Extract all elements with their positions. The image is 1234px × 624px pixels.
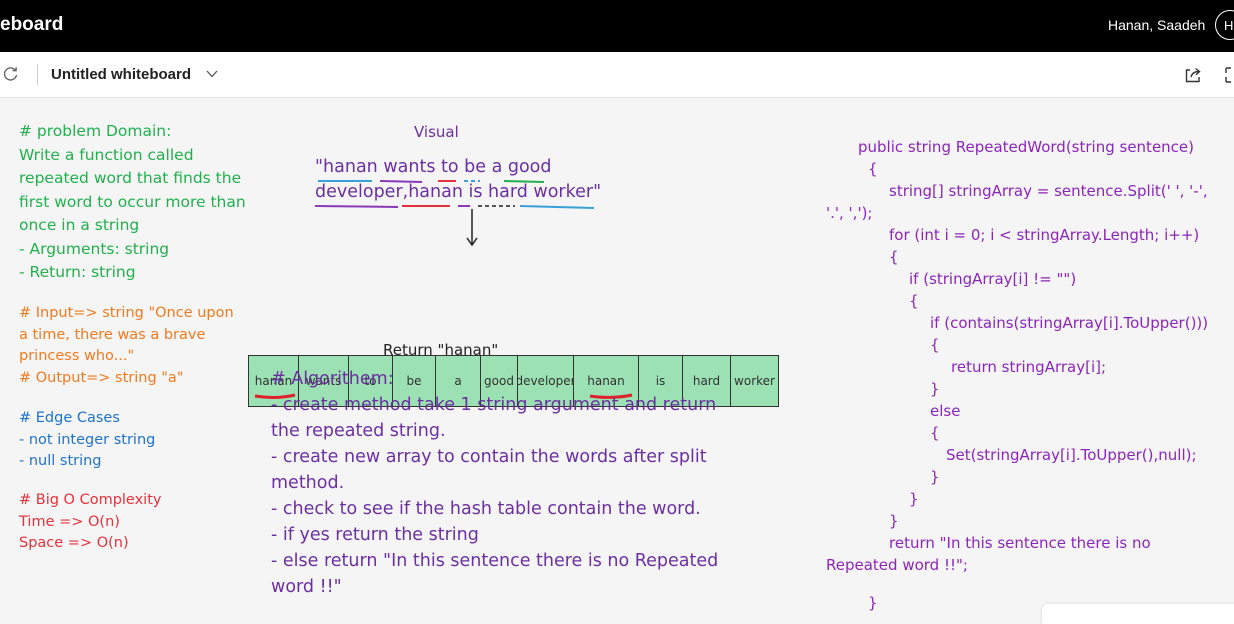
return-label[interactable]: Return "hanan" [383, 341, 499, 359]
code-line: Repeated word !!"; [826, 556, 968, 574]
note-line: # Output=> string "a" [19, 369, 184, 386]
note-line: Write a function called [19, 145, 194, 164]
code-line: return "In this sentence there is no [889, 534, 1151, 552]
redo-icon[interactable] [2, 64, 20, 82]
code-line: { [930, 424, 940, 442]
array-cell: hard [682, 355, 731, 407]
array-cell: good [480, 355, 518, 407]
note-line: - create new array to contain the words … [271, 447, 707, 467]
array-cell: worker [730, 355, 779, 407]
code-line: } [930, 380, 940, 398]
code-line: if (contains(stringArray[i].ToUpper())) [930, 314, 1209, 332]
toolbar: Untitled whiteboard [0, 52, 1234, 98]
problem-domain-note[interactable]: # problem Domain: Write a function calle… [19, 120, 246, 285]
sentence-line: "hanan wants to be a good [315, 157, 552, 177]
whiteboard-canvas[interactable]: # problem Domain: Write a function calle… [0, 98, 1234, 624]
sentence-line: developer,hanan is hard worker" [315, 182, 602, 202]
code-line: string[] stringArray = sentence.Split(' … [889, 182, 1208, 200]
note-line: - Arguments: string [19, 239, 170, 258]
note-line: once in a string [19, 216, 140, 234]
code-line: { [868, 160, 878, 178]
code-line: } [909, 490, 919, 508]
code-line: } [930, 468, 940, 486]
highlight-strokes [254, 393, 633, 399]
chevron-down-icon[interactable] [205, 68, 219, 80]
array-cell: a [435, 355, 481, 407]
code-line: for (int i = 0; i < stringArray.Length; … [889, 226, 1200, 244]
arrow-down-icon [466, 209, 478, 247]
code-line: '.', ','); [826, 204, 873, 222]
note-line: - null string [19, 453, 102, 469]
note-line: - if yes return the string [271, 525, 479, 545]
note-line: princess who..." [19, 348, 135, 364]
user-name[interactable]: Hanan, Saadeh [1108, 17, 1206, 33]
code-line: else [930, 402, 961, 420]
note-line: first word to occur more than [19, 192, 246, 211]
input-output-note[interactable]: # Input=> string "Once upon a time, ther… [19, 303, 234, 389]
note-line: Space => O(n) [19, 535, 129, 551]
code-line: return stringArray[i]; [951, 358, 1107, 376]
avatar[interactable]: H [1215, 10, 1234, 40]
note-line: - Return: string [19, 263, 136, 281]
note-line: # Algorithem: [271, 369, 394, 389]
note-line: # problem Domain: [19, 122, 172, 140]
array-cell: be [392, 355, 436, 407]
corner-panel [1042, 604, 1234, 624]
app-title: eboard [0, 14, 64, 35]
big-o-note[interactable]: # Big O Complexity Time => O(n) Space =>… [19, 490, 161, 555]
toolbar-divider [37, 64, 38, 85]
note-line: Time => O(n) [19, 513, 120, 530]
code-line: { [889, 248, 899, 266]
code-line: { [909, 292, 919, 310]
array-cell: is [638, 355, 683, 407]
note-line: # Input=> string "Once upon [19, 305, 234, 321]
note-line: # Big O Complexity [19, 492, 162, 508]
note-line: the repeated string. [271, 421, 446, 441]
code-line: } [889, 512, 899, 530]
edge-cases-note[interactable]: # Edge Cases - not integer string - null… [19, 408, 155, 473]
array-cell: to [348, 355, 393, 407]
note-line: - create method take 1 string argument a… [271, 395, 717, 415]
note-line: a time, there was a brave [19, 326, 206, 343]
array-cell: developer [517, 355, 574, 407]
note-line: method. [271, 473, 345, 493]
app-header: eboard Hanan, Saadeh H [0, 0, 1234, 52]
note-line: - not integer string [19, 431, 156, 448]
visual-sentence[interactable]: "hanan wants to be a good developer,hana… [315, 155, 601, 205]
visual-label[interactable]: Visual [414, 123, 459, 141]
note-line: # Edge Cases [19, 410, 120, 426]
note-line: repeated word that finds the [19, 169, 242, 187]
algorithm-note[interactable]: # Algorithem: - create method take 1 str… [271, 366, 718, 600]
code-line: } [868, 594, 878, 612]
share-icon[interactable] [1183, 65, 1203, 85]
note-line: word !!" [271, 577, 342, 597]
code-line: public string RepeatedWord(string senten… [858, 138, 1195, 156]
code-line: { [930, 336, 940, 354]
note-line: - else return "In this sentence there is… [271, 551, 719, 571]
code-line: if (stringArray[i] != "") [909, 270, 1077, 288]
sentence-underlines [314, 180, 595, 209]
note-line: - check to see if the hash table contain… [271, 499, 701, 519]
document-title[interactable]: Untitled whiteboard [51, 66, 191, 83]
code-line: Set(stringArray[i].ToUpper(),null); [946, 446, 1197, 464]
fit-to-screen-icon[interactable] [1224, 65, 1234, 85]
